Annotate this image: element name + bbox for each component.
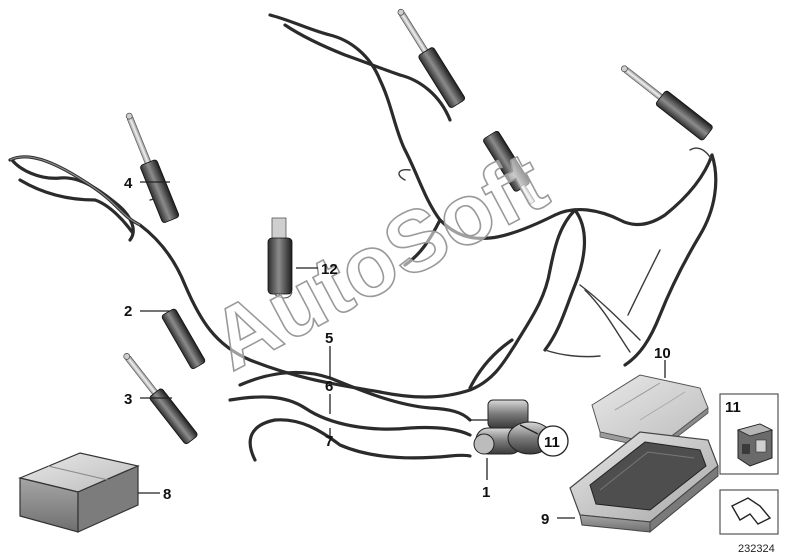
part-9-tray bbox=[569, 431, 719, 534]
inset-part-11: 11 bbox=[719, 393, 779, 475]
label-part-4: 4 bbox=[124, 175, 133, 192]
wiring-harness-main bbox=[8, 13, 718, 399]
label-part-6: 6 bbox=[325, 378, 333, 395]
label-part-10: 10 bbox=[654, 345, 671, 362]
label-part-1: 1 bbox=[482, 484, 490, 501]
label-part-3: 3 bbox=[124, 391, 132, 408]
label-part-5: 5 bbox=[325, 330, 333, 347]
label-part-9: 9 bbox=[541, 511, 549, 528]
gas-strut-top-center bbox=[397, 8, 466, 108]
label-part-2: 2 bbox=[124, 303, 132, 320]
inset-label-11: 11 bbox=[725, 399, 741, 416]
gas-strut-3 bbox=[123, 353, 198, 445]
callout-11: 11 bbox=[519, 424, 569, 457]
cable-5 bbox=[238, 370, 472, 422]
part-labels: 4 2 3 12 5 6 7 8 1 9 10 bbox=[124, 175, 671, 528]
watermark: AutoSoft bbox=[195, 133, 562, 390]
part-8-box bbox=[18, 452, 140, 533]
label-part-12: 12 bbox=[321, 261, 338, 278]
arrow-icon bbox=[731, 497, 772, 525]
gas-strut-center bbox=[483, 130, 536, 205]
gas-strut-right bbox=[621, 65, 713, 141]
leader-lines bbox=[138, 181, 666, 519]
gas-strut-4 bbox=[125, 112, 180, 223]
label-part-7: 7 bbox=[325, 433, 333, 450]
direction-arrow-panel bbox=[719, 489, 779, 535]
cable-6 bbox=[228, 395, 472, 437]
label-part-8: 8 bbox=[163, 486, 171, 503]
diagram-number: 232324 bbox=[738, 543, 775, 555]
connector-icon bbox=[736, 423, 774, 467]
cable-7 bbox=[248, 418, 472, 462]
gas-strut-2 bbox=[161, 308, 206, 369]
callout-11-label: 11 bbox=[544, 434, 560, 451]
part-12-sensor bbox=[267, 217, 293, 299]
watermark-text: AutoSoft bbox=[196, 134, 562, 389]
